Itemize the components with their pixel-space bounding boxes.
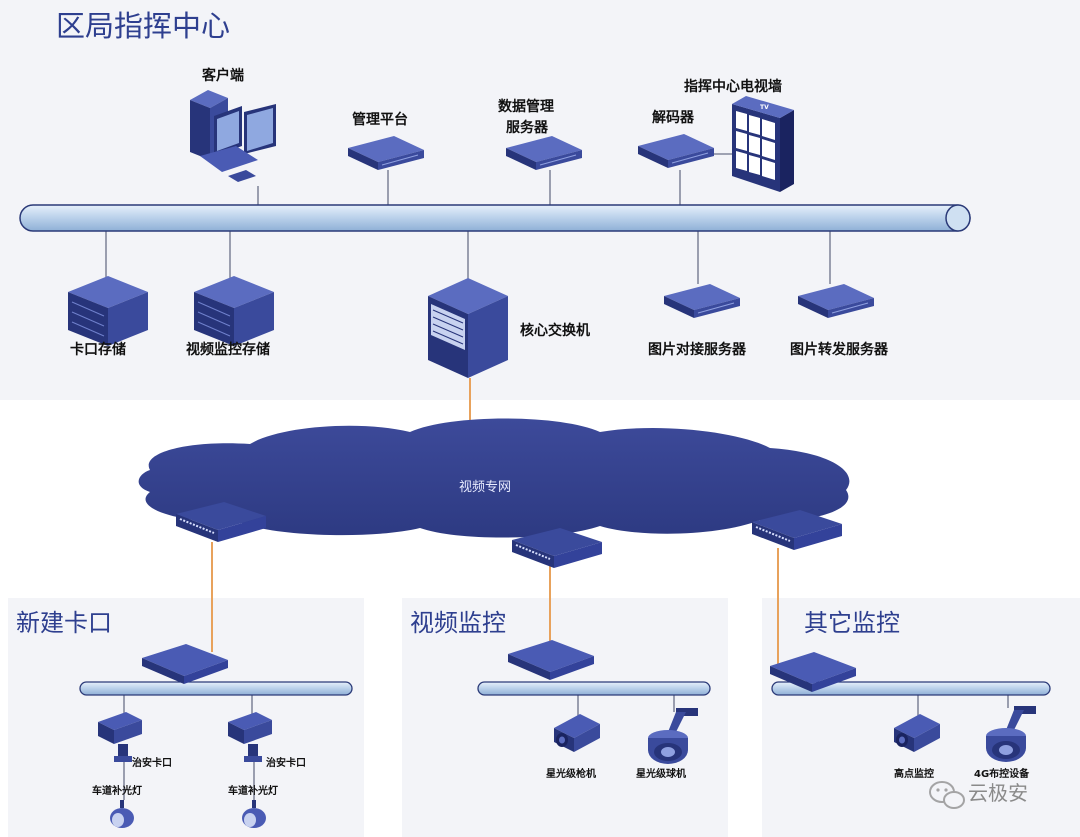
data-mgmt-server-label-1: 数据管理	[498, 98, 554, 115]
fill-light-1-label: 车道补光灯	[92, 784, 142, 797]
decoder-label: 解码器	[652, 109, 695, 126]
checkpoint-storage-label: 卡口存储	[70, 341, 126, 358]
other-site-title: 其它监控	[804, 609, 900, 637]
starlight-gun-camera-label: 星光级枪机	[546, 767, 596, 780]
mgmt-platform-label: 管理平台	[352, 111, 408, 128]
video-site-title: 视频监控	[410, 609, 506, 637]
watermark-text: 云极安	[968, 781, 1028, 805]
starlight-dome-camera-label: 星光级球机	[636, 767, 686, 780]
image-forward-server-label: 图片转发服务器	[790, 341, 889, 358]
client-workstation	[190, 90, 276, 182]
checkpoint-camera-2-label: 治安卡口	[266, 756, 306, 769]
main-bus	[19, 204, 971, 232]
4g-control-label: 4G布控设备	[974, 767, 1030, 780]
core-switch-label: 核心交换机	[520, 322, 590, 339]
tv-wall-label: 指挥中心电视墙	[684, 78, 782, 95]
image-docking-server-label: 图片对接服务器	[648, 341, 747, 358]
tv-wall-device	[732, 96, 794, 192]
client-label: 客户端	[201, 67, 244, 84]
checkpoint-camera-1-label: 治安卡口	[132, 756, 172, 769]
wechat-icon	[929, 781, 965, 809]
data-mgmt-server-label-2: 服务器	[506, 119, 549, 136]
fill-light-2-label: 车道补光灯	[228, 784, 278, 797]
checkpoint-site-panel	[8, 598, 364, 837]
site-bus-checkpoint	[79, 681, 353, 696]
video-network-label: 视频专网	[459, 480, 511, 495]
video-network-cloud	[138, 418, 850, 538]
video-site-panel	[402, 598, 728, 837]
site-bus-other	[771, 681, 1051, 696]
site-bus-video	[477, 681, 711, 696]
command-center-title: 区局指挥中心	[56, 9, 230, 43]
video-storage-label: 视频监控存储	[186, 341, 270, 358]
command-center-panel	[0, 0, 1080, 400]
checkpoint-site-title: 新建卡口	[16, 609, 112, 637]
core-switch-device	[428, 278, 508, 378]
tv-badge: TV	[760, 104, 769, 111]
high-point-label: 高点监控	[894, 767, 934, 780]
